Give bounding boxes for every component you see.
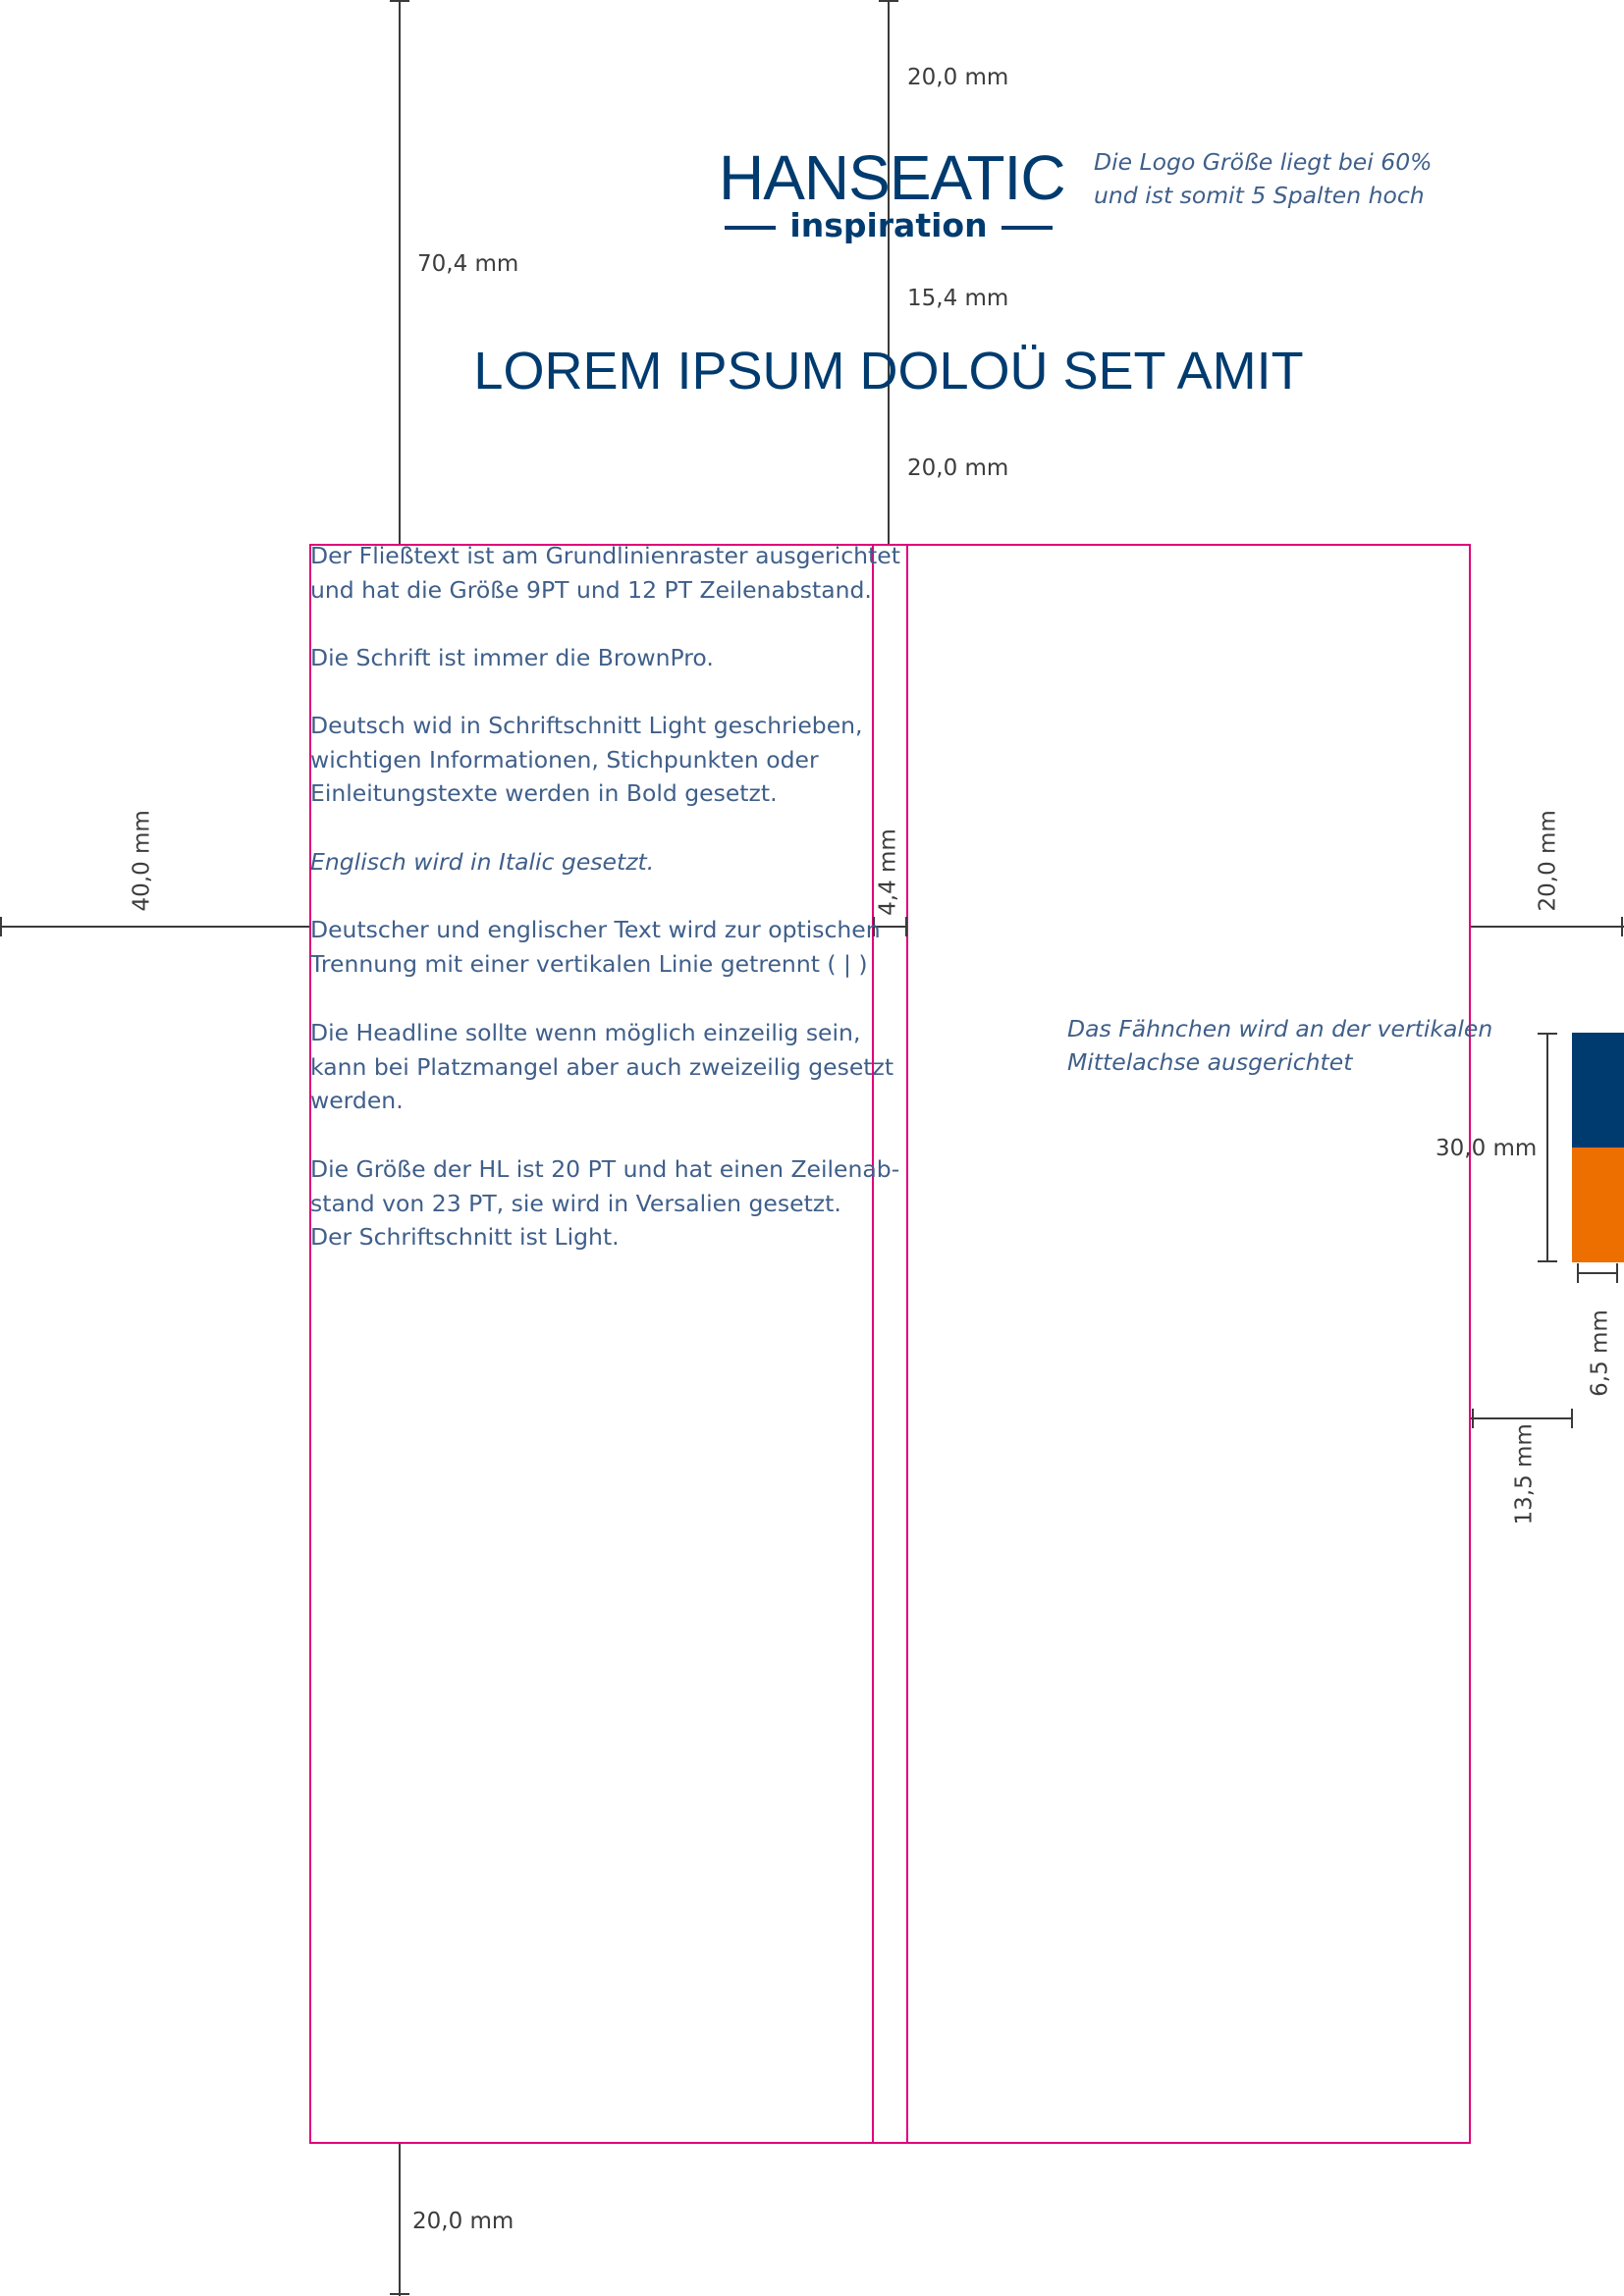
dimension-tick xyxy=(1538,1033,1557,1035)
dimension-label-bottom: 20,0 mm xyxy=(412,2209,514,2234)
dimension-label-logo-to-headline: 15,4 mm xyxy=(907,286,1009,311)
dimension-label-flag-gap: 6,5 mm xyxy=(1587,1309,1613,1397)
flag-note-line: Das Fähnchen wird an der vertikalen xyxy=(1067,1015,1493,1042)
dimension-label-right-margin: 20,0 mm xyxy=(1535,810,1561,912)
logo-size-note: Die Logo Größe liegt bei 60% und ist som… xyxy=(1094,145,1433,212)
dimension-line xyxy=(1578,1272,1617,1274)
flag-navy-block xyxy=(1572,1033,1624,1148)
dimension-tick xyxy=(390,0,409,2)
dimension-label-gutter: 4,4 mm xyxy=(875,828,901,916)
dimension-tick xyxy=(0,917,2,936)
dimension-label-flag-height: 30,0 mm xyxy=(1435,1136,1538,1161)
body-line: Deutsch wid in Schriftschnitt Light gesc… xyxy=(310,712,863,739)
dimension-tick xyxy=(905,917,907,936)
dimension-line xyxy=(399,0,401,544)
body-line: Englisch wird in Italic gesetzt. xyxy=(310,848,655,876)
flag-note: Das Fähnchen wird an der vertikalen Mitt… xyxy=(1067,1012,1492,1079)
body-line: Deutscher und englischer Text wird zur o… xyxy=(310,916,881,943)
body-line: und hat die Größe 9PT und 12 PT Zeilenab… xyxy=(310,575,872,604)
guide-line xyxy=(906,545,908,2144)
dimension-line xyxy=(1546,1033,1548,1262)
body-paragraph: Deutscher und englischer Text wird zur o… xyxy=(310,913,881,981)
flag-orange-block xyxy=(1572,1148,1624,1262)
body-line: Die Größe der HL ist 20 PT und hat einen… xyxy=(310,1155,900,1183)
dimension-line xyxy=(0,926,309,928)
dimension-tick xyxy=(1472,1409,1474,1428)
dimension-line xyxy=(1471,1417,1573,1419)
logo-note-line: und ist somit 5 Spalten hoch xyxy=(1094,182,1425,209)
logo-tagline: inspiration xyxy=(789,206,988,244)
dimension-tick xyxy=(1538,1260,1557,1262)
dimension-line xyxy=(888,0,890,544)
flag-marker xyxy=(1572,1033,1624,1262)
body-line: Die Headline sollte wenn möglich einzeil… xyxy=(310,1019,861,1046)
body-line: Der Fließtext ist am Grundlinienraster a… xyxy=(310,542,900,569)
dimension-label-flag-offset: 13,5 mm xyxy=(1511,1423,1538,1525)
dimension-tick xyxy=(1571,1409,1573,1428)
dimension-tick xyxy=(1577,1263,1579,1283)
dimension-line xyxy=(873,926,906,928)
body-paragraph: Die Größe der HL ist 20 PT und hat einen… xyxy=(310,1152,900,1255)
body-line: wichtigen Informationen, Stichpunkten od… xyxy=(310,745,819,774)
headline: LOREM IPSUM DOLOÜ SET AMIT xyxy=(473,342,1304,400)
dimension-label-logo-area: 70,4 mm xyxy=(417,251,519,277)
guide-line xyxy=(309,545,311,2144)
dimension-tick xyxy=(1616,1263,1618,1283)
dimension-tick xyxy=(873,917,875,936)
guide-line xyxy=(309,544,1471,546)
dimension-label-top: 20,0 mm xyxy=(907,65,1009,90)
body-line: Trennung mit einer vertikalen Linie getr… xyxy=(310,949,868,978)
body-line: stand von 23 PT, sie wird in Versalien g… xyxy=(310,1189,841,1217)
dimension-tick xyxy=(879,0,898,2)
guide-line xyxy=(1469,545,1471,2144)
logo-wordmark: HANSEATIC xyxy=(719,142,1066,213)
dimension-tick xyxy=(390,2293,409,2295)
logo-note-line: Die Logo Größe liegt bei 60% xyxy=(1094,148,1433,176)
guide-line xyxy=(309,2142,1471,2144)
body-line: kann bei Platzmangel aber auch zweizeili… xyxy=(310,1052,894,1081)
dimension-label-left-margin: 40,0 mm xyxy=(129,810,155,912)
body-paragraph: Die Headline sollte wenn möglich einzeil… xyxy=(310,1016,894,1118)
body-paragraph: Die Schrift ist immer die BrownPro. xyxy=(310,641,880,675)
body-paragraph-english: Englisch wird in Italic gesetzt. xyxy=(310,845,880,880)
dimension-label-headline-to-text: 20,0 mm xyxy=(907,455,1009,481)
logo: HANSEATIC inspiration xyxy=(719,142,1066,251)
dimension-line xyxy=(1471,926,1624,928)
body-line: Einleitungstexte werden in Bold gesetzt. xyxy=(310,779,778,808)
body-line: Der Schriftschnitt ist Light. xyxy=(310,1223,620,1252)
logo-rule-left xyxy=(725,226,776,230)
body-paragraph: Deutsch wid in Schriftschnitt Light gesc… xyxy=(310,709,880,811)
flag-note-line: Mittelachse ausgerichtet xyxy=(1067,1048,1353,1076)
logo-rule-right xyxy=(1001,226,1053,230)
body-line: werden. xyxy=(310,1087,404,1115)
dimension-line xyxy=(399,2144,401,2296)
guide-line xyxy=(872,545,874,2144)
dimension-tick xyxy=(1621,917,1623,936)
body-paragraph: Der Fließtext ist am Grundlinienraster a… xyxy=(310,539,900,607)
body-line: Die Schrift ist immer die BrownPro. xyxy=(310,644,714,671)
